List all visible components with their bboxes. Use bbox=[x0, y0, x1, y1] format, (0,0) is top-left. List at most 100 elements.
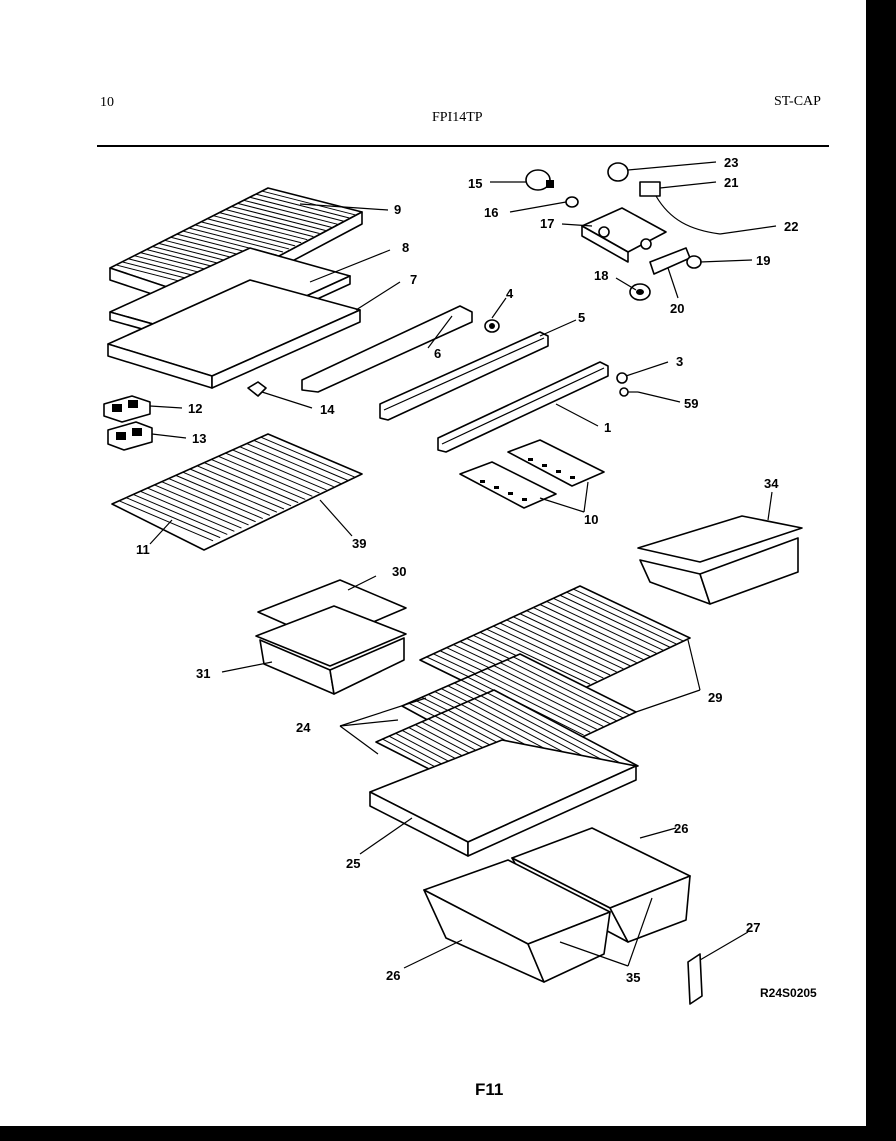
callout-1: 1 bbox=[604, 420, 611, 435]
callout-29: 29 bbox=[708, 690, 722, 705]
callout-27: 27 bbox=[746, 920, 760, 935]
part-14-clip bbox=[247, 381, 267, 397]
part-18-knob bbox=[629, 283, 651, 301]
shelf-slat bbox=[513, 656, 630, 716]
callout-17: 17 bbox=[540, 216, 554, 231]
callout-19: 19 bbox=[756, 253, 770, 268]
shelf-wire bbox=[239, 446, 334, 488]
shelf-slat bbox=[506, 659, 624, 719]
shelf-slat bbox=[237, 202, 332, 228]
exploded-parts-diagram: 9 8 7 6 4 5 3 59 1 14 12 13 11 39 10 15 … bbox=[103, 155, 803, 1005]
shelf-wire bbox=[161, 481, 256, 523]
page-number: 10 bbox=[100, 95, 114, 110]
part-27-pin bbox=[687, 953, 703, 1005]
leader-lines bbox=[149, 161, 777, 969]
shelf-wire bbox=[196, 465, 292, 507]
part-4-clip bbox=[484, 319, 500, 333]
part-17-control-housing bbox=[581, 207, 667, 263]
callout-3: 3 bbox=[676, 354, 683, 369]
shelf-wire bbox=[189, 468, 285, 510]
part-31-dairy-bin bbox=[255, 605, 407, 695]
shelf-wire bbox=[211, 458, 306, 500]
part-23-knob bbox=[607, 162, 629, 182]
part-20-plate bbox=[649, 247, 691, 275]
shelf-wire bbox=[147, 487, 242, 529]
callout-34: 34 bbox=[764, 476, 779, 491]
shelf-slat bbox=[194, 224, 290, 250]
shelf-slat bbox=[513, 616, 624, 670]
callout-25: 25 bbox=[346, 856, 360, 871]
shelf-wire bbox=[260, 436, 356, 478]
shelf-slat bbox=[493, 665, 611, 725]
shelf-wire bbox=[175, 474, 271, 516]
section-code: ST-CAP bbox=[774, 94, 821, 109]
shelf-slat bbox=[207, 218, 302, 244]
part-3-screw bbox=[616, 372, 628, 384]
callout-10: 10 bbox=[584, 512, 598, 527]
callout-14: 14 bbox=[320, 402, 335, 417]
part-21-switch bbox=[639, 181, 721, 235]
shelf-slat bbox=[249, 196, 344, 222]
shelf-wire bbox=[133, 493, 228, 535]
shelf-slat bbox=[566, 591, 677, 645]
shelf-slat bbox=[533, 607, 644, 661]
part-13-hinge bbox=[107, 421, 153, 451]
part-7-tray bbox=[107, 279, 361, 389]
callout-20: 20 bbox=[670, 301, 684, 316]
callout-15: 15 bbox=[468, 176, 482, 191]
shelf-wire bbox=[140, 490, 235, 532]
part-25-crisper-cover bbox=[369, 739, 637, 857]
shelf-slat bbox=[519, 613, 631, 667]
shelf-wire bbox=[125, 497, 221, 539]
part-19-thermostat bbox=[686, 255, 702, 269]
part-26-crisper-bin-left bbox=[423, 859, 611, 983]
shelf-slat bbox=[486, 628, 597, 682]
callout-23: 23 bbox=[724, 155, 738, 170]
drawing-reference-code: R24S0205 bbox=[760, 986, 817, 1000]
callout-24: 24 bbox=[296, 720, 311, 735]
shelf-slat bbox=[225, 209, 320, 235]
shelf-slat bbox=[506, 619, 617, 673]
shelf-wire bbox=[253, 439, 349, 481]
callout-31: 31 bbox=[196, 666, 210, 681]
callout-21: 21 bbox=[724, 175, 738, 190]
shelf-slat bbox=[546, 600, 657, 654]
shelf-wire bbox=[218, 455, 313, 497]
part-34-door-bin bbox=[637, 515, 803, 605]
shelf-wire bbox=[118, 500, 214, 542]
callout-18: 18 bbox=[594, 268, 608, 283]
shelf-slat bbox=[559, 594, 671, 648]
callout-4: 4 bbox=[506, 286, 514, 301]
part-11-wire-shelf bbox=[111, 433, 363, 551]
part-6-bracket bbox=[301, 305, 473, 393]
callout-6: 6 bbox=[434, 346, 441, 361]
callout-39: 39 bbox=[352, 536, 366, 551]
shelf-wire bbox=[232, 449, 327, 491]
callout-12: 12 bbox=[188, 401, 202, 416]
shelf-slat bbox=[219, 212, 314, 238]
part-16-socket bbox=[565, 196, 579, 208]
shelf-slat bbox=[526, 610, 637, 664]
part-15-light-bulb bbox=[525, 169, 554, 191]
shelf-wire bbox=[182, 471, 278, 513]
part-12-hinge bbox=[103, 395, 151, 423]
callout-26: 26 bbox=[674, 821, 688, 836]
callout-22: 22 bbox=[784, 219, 798, 234]
part-10-ice-trays bbox=[459, 439, 605, 509]
diagram-sheet bbox=[0, 0, 866, 1126]
shelf-slat bbox=[487, 692, 632, 770]
callout-30: 30 bbox=[392, 564, 406, 579]
callout-59: 59 bbox=[684, 396, 698, 411]
shelf-wire bbox=[203, 462, 299, 504]
shelf-slat bbox=[499, 622, 611, 676]
shelf-slat bbox=[539, 604, 651, 657]
callout-13: 13 bbox=[192, 431, 206, 446]
shelf-slat bbox=[486, 667, 604, 727]
shelf-slat bbox=[553, 597, 664, 651]
shelf-slat bbox=[500, 662, 617, 722]
shelf-wire bbox=[154, 484, 249, 526]
callout-9: 9 bbox=[394, 202, 401, 217]
shelf-wire bbox=[225, 452, 320, 494]
shelf-wire bbox=[168, 478, 263, 520]
